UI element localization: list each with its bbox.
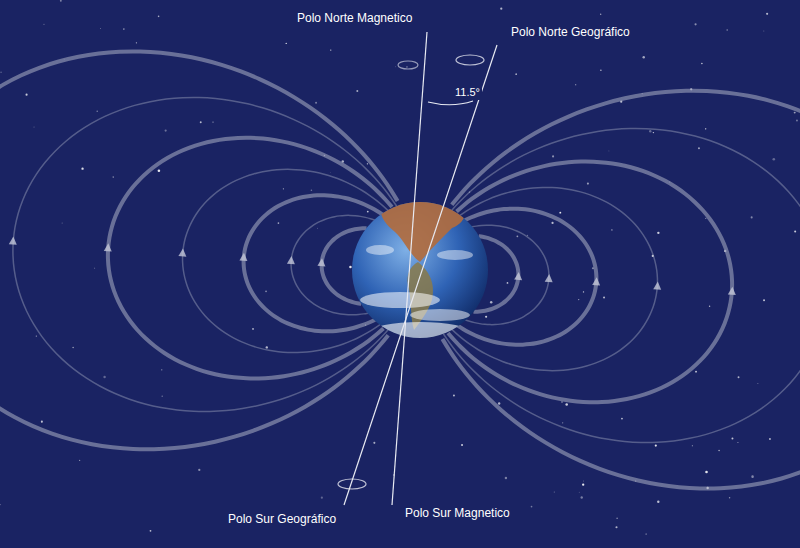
field-lines [0, 35, 800, 504]
pole-label: Polo Sur Geográfico [226, 511, 338, 527]
pole-label: Polo Norte Geográfico [509, 24, 632, 40]
rotation-ellipse [456, 55, 484, 65]
geographic-axis [344, 45, 497, 505]
angle-arc [428, 101, 473, 105]
earth [352, 188, 488, 342]
angle-label: 11.5° [453, 84, 482, 100]
magnetic-axis [392, 32, 427, 505]
rotation-ellipse [398, 61, 418, 69]
pole-label: Polo Norte Magnetico [295, 10, 414, 26]
rotation-ellipse [338, 479, 366, 489]
stars [0, 0, 798, 534]
pole-label: Polo Sur Magnetico [403, 505, 512, 521]
axes [338, 32, 497, 505]
